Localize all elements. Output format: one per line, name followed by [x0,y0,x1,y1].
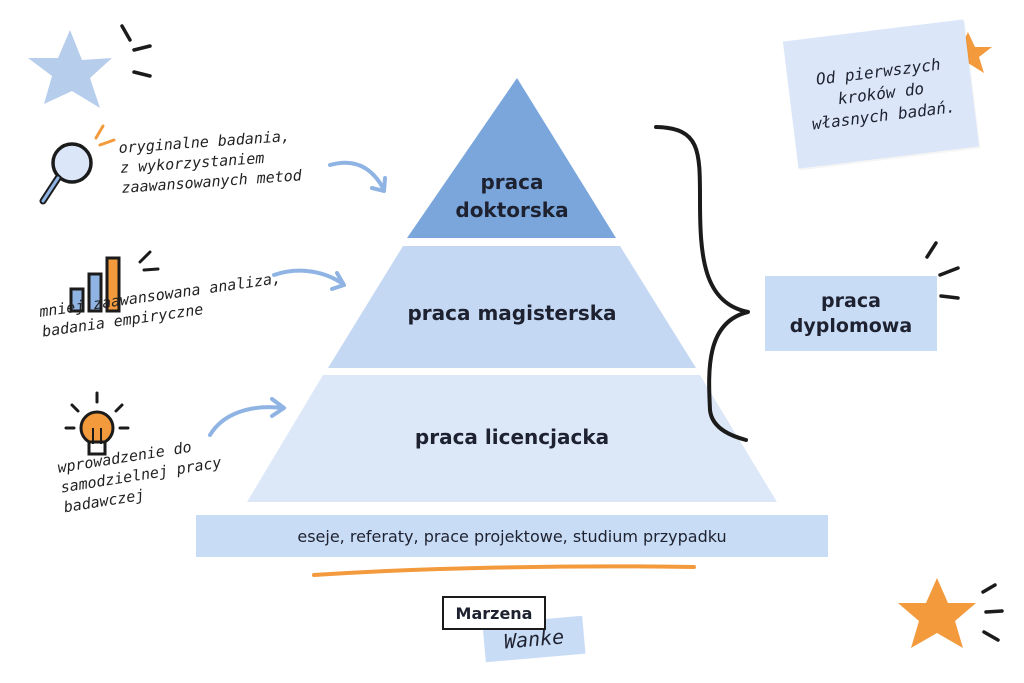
sparkle-lines-right [925,241,960,300]
sticky-note: Od pierwszych kroków do własnych badań. [782,19,980,169]
tier-label-licencjacka: praca licencjacka [414,425,610,449]
tier-top-shape [407,78,616,238]
brace-label-box: praca dyplomowa [765,276,937,351]
sparkle-lines [120,24,152,78]
bar-chart-icon [69,250,160,313]
lightbulb-icon [64,391,130,456]
base-label: eseje, referaty, prace projektowe, studi… [297,526,727,546]
star-icon-large [898,578,976,648]
sticky-note-text: Od pierwszych kroków do własnych badań. [810,54,957,134]
magnifier-icon [39,124,116,205]
brace-label-text: praca dyplomowa [789,289,913,337]
sparkle-lines-bottom [981,583,1004,642]
base-bar [196,515,828,557]
underline-stroke [312,564,696,577]
arrow-top [328,160,387,193]
curly-brace [654,125,750,442]
logo-marzena: Marzena [442,596,546,630]
tier-middle-shape [328,246,696,368]
arrow-middle [272,268,346,291]
arrow-bottom [208,397,286,437]
star-icon [28,30,112,108]
tier-bottom-shape [247,375,777,502]
annotation-top: oryginalne badania, z wykorzystaniem zaa… [118,127,303,197]
tier-label-magisterska: praca magisterska [407,301,617,325]
tier-label-doktorska: praca doktorska [455,170,569,222]
